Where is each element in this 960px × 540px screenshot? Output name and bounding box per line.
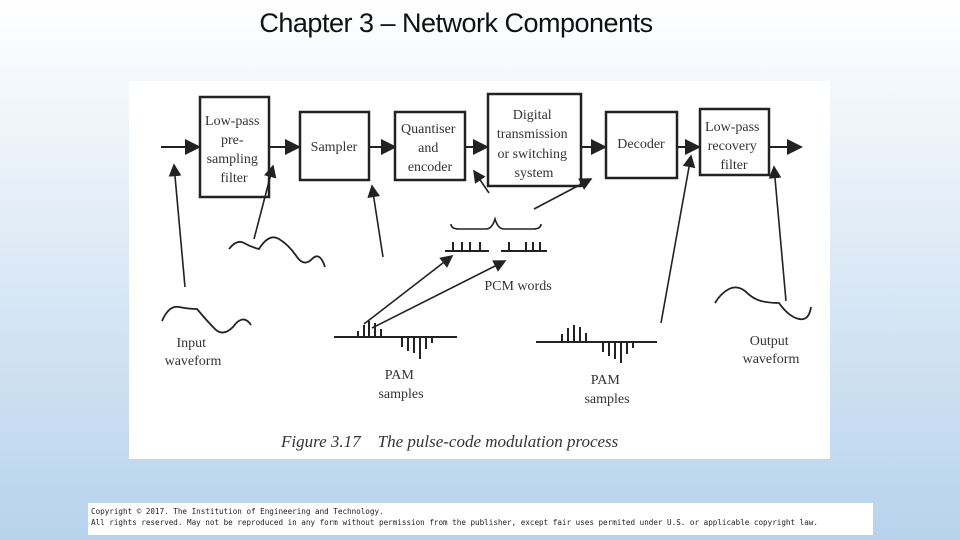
lowpass-recovery-label: Low-pass recovery filter bbox=[705, 120, 763, 173]
pam-samples-right bbox=[536, 325, 657, 363]
output-waveform bbox=[714, 286, 812, 321]
pcm-figure: Low-pass pre- sampling filter Sampler Qu… bbox=[129, 81, 830, 459]
copyright-notice: Copyright © 2017. The Institution of Eng… bbox=[88, 503, 873, 535]
lowpass-pre-sampling-filter-block bbox=[198, 95, 271, 199]
sampler-block bbox=[298, 110, 371, 182]
pcm-words-label: PCM words bbox=[484, 279, 551, 294]
output-waveform-label: Output waveform bbox=[743, 334, 800, 367]
decoder-block bbox=[604, 110, 679, 180]
pcm-diagram: Low-pass pre- sampling filter Sampler Qu… bbox=[161, 92, 812, 451]
slide-title: Chapter 3 – Network Components bbox=[259, 8, 653, 38]
copyright-line-2: All rights reserved. May not be reproduc… bbox=[91, 518, 818, 527]
pam-samples-left-label: PAM samples bbox=[378, 368, 423, 402]
pointer-arrows bbox=[168, 154, 787, 329]
pcm-words-pulses bbox=[445, 242, 547, 252]
input-waveform-label: Input waveform bbox=[165, 336, 222, 369]
copyright-line-1: Copyright © 2017. The Institution of Eng… bbox=[91, 507, 384, 516]
input-waveform bbox=[161, 305, 252, 334]
filtered-waveform bbox=[228, 236, 326, 268]
digital-transmission-block bbox=[486, 92, 583, 188]
decoder-label: Decoder bbox=[617, 137, 665, 152]
quantiser-encoder-block bbox=[393, 110, 467, 182]
pam-samples-left bbox=[334, 321, 457, 359]
pam-samples-right-label: PAM samples bbox=[584, 373, 629, 407]
digital-label: Digital transmission or switching system bbox=[497, 108, 571, 181]
lowpass-recovery-filter-block bbox=[698, 107, 771, 177]
quantiser-label: Quantiser and encoder bbox=[401, 122, 459, 175]
pcm-brace bbox=[450, 216, 542, 230]
figure-caption: Figure 3.17 The pulse-code modulation pr… bbox=[280, 432, 619, 451]
sampler-label: Sampler bbox=[311, 140, 358, 155]
lowpass-pre-label: Low-pass pre- sampling filter bbox=[205, 114, 263, 186]
